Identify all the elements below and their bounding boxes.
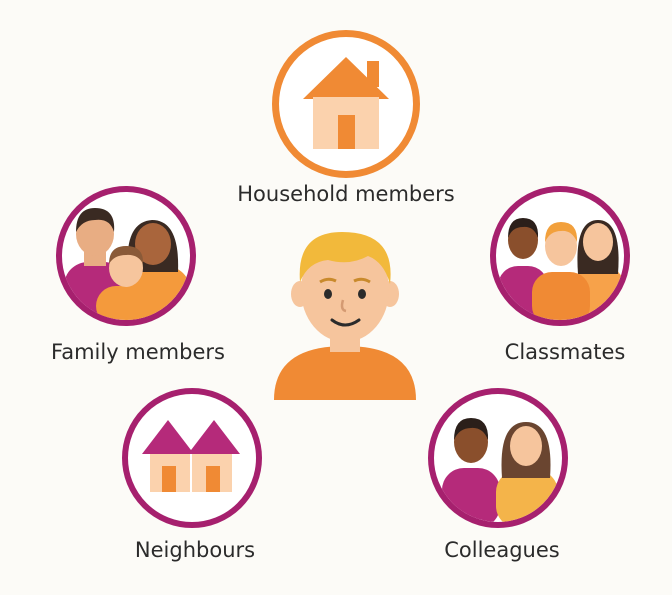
household-circle <box>272 30 420 178</box>
neighbours-circle <box>122 388 262 528</box>
classmates-label: Classmates <box>504 340 626 364</box>
family-icon <box>64 208 190 320</box>
neighbours-icon <box>142 420 240 492</box>
person-icon <box>274 232 416 400</box>
classmates-icon <box>498 218 624 320</box>
classmates-circle <box>490 186 630 326</box>
colleagues-circle <box>428 388 568 528</box>
neighbours-label: Neighbours <box>134 538 256 562</box>
household-label: Household members <box>237 182 455 206</box>
family-label: Family members <box>51 340 225 364</box>
house-icon <box>303 57 389 149</box>
colleagues-icon <box>442 418 558 522</box>
family-circle <box>56 186 196 326</box>
colleagues-label: Colleagues <box>444 538 560 562</box>
